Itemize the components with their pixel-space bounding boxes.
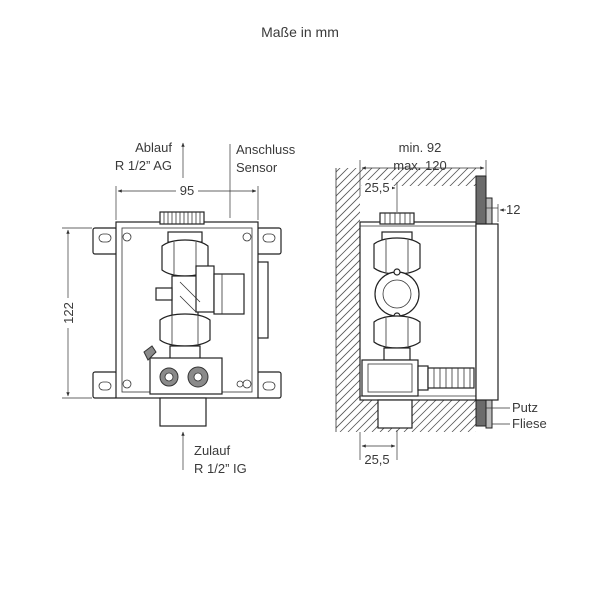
dim-height-122: 122: [60, 227, 92, 399]
side-solenoid: [361, 359, 475, 397]
dim-bottom-label: 25,5: [364, 452, 389, 467]
outlet-thread-label: R 1/2” AG: [115, 158, 172, 173]
fliese-label: Fliese: [512, 416, 547, 431]
side-inlet-pipe: [377, 399, 413, 429]
cable-clip-icon: [143, 345, 157, 361]
inlet-thread-label: R 1/2” IG: [194, 461, 247, 476]
hatch-line: [532, 162, 600, 432]
inlet-pipe: [159, 397, 207, 427]
dim-width-95: 95: [115, 183, 259, 220]
dim-right-12: 12: [486, 202, 520, 222]
putz-label: Putz: [512, 400, 538, 415]
outlet-thread: [159, 211, 205, 225]
valve-body: [155, 265, 245, 317]
screw-icon: [236, 380, 244, 388]
hatch-line: [524, 162, 600, 432]
dim-top-25-5: 25,5: [361, 180, 398, 212]
front-view: 95 122 Ablauf R 1/2” AG Anschluss Sensor…: [60, 140, 296, 476]
dim-top-label: 25,5: [364, 180, 389, 195]
hatch-line: [508, 162, 600, 432]
hatch-line: [484, 162, 600, 432]
mounting-lug-top-left: [92, 227, 118, 255]
side-flange: [374, 268, 420, 320]
dim-max-label: max. 120: [393, 158, 446, 173]
front-side-bump: [257, 261, 269, 339]
dim-right-label: 12: [506, 202, 520, 217]
screw-icon: [122, 232, 132, 242]
outlet-label: Ablauf: [135, 140, 172, 155]
dim-depth: min. 92 max. 120: [359, 140, 487, 196]
screw-icon: [242, 232, 252, 242]
lower-nut: [159, 313, 211, 361]
mounting-lug-bottom-right: [256, 371, 282, 399]
hatch-line: [336, 168, 403, 432]
hatch-line: [336, 168, 387, 432]
screw-icon: [122, 379, 132, 389]
hatch-line: [336, 168, 395, 432]
page-title: Maße in mm: [261, 24, 339, 40]
solenoid-module: [143, 345, 244, 395]
inlet-label: Zulauf: [194, 443, 231, 458]
sensor-label: Anschluss: [236, 142, 296, 157]
dim-min-label: min. 92: [399, 140, 442, 155]
hatch-line: [516, 162, 600, 432]
dim-height-label: 122: [61, 302, 76, 324]
front-frame: [475, 223, 499, 401]
dim-width-label: 95: [180, 183, 194, 198]
side-upper-nut: [373, 231, 421, 275]
dim-bottom-25-5: 25,5: [359, 430, 398, 467]
side-outlet-thread: [379, 212, 415, 225]
mounting-lug-bottom-left: [92, 371, 118, 399]
side-lower-nut: [373, 315, 421, 361]
mounting-lug-top-right: [256, 227, 282, 255]
sensor-label-2: Sensor: [236, 160, 278, 175]
